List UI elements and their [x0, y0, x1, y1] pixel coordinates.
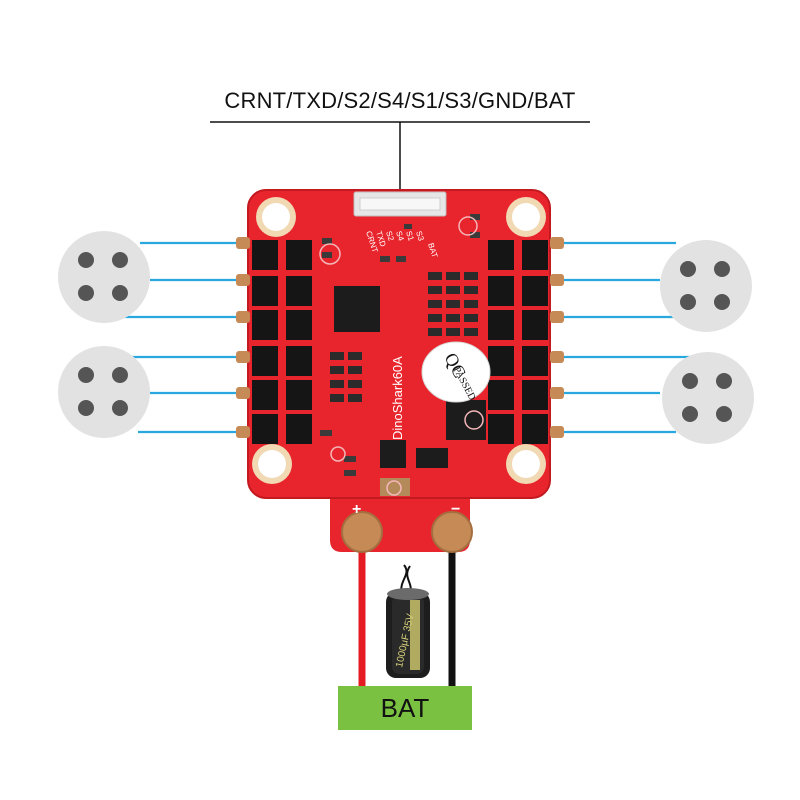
pad-label-s1: S1 — [404, 230, 416, 243]
regulator-chip — [380, 440, 406, 468]
connector-pinout-label: CRNT/TXD/S2/S4/S1/S3/GND/BAT — [224, 88, 576, 113]
mounting-holes — [252, 197, 546, 484]
board-tab — [330, 490, 473, 553]
pad-label-s4: S4 — [394, 230, 406, 243]
mcu-chip-left — [334, 286, 380, 332]
battery-box — [338, 686, 472, 730]
diode-chip — [416, 448, 448, 468]
left-mosfets — [252, 240, 312, 444]
battery-label: BAT — [380, 693, 430, 723]
capacitor — [386, 588, 430, 678]
motor-rear-left — [58, 346, 150, 438]
motor-front-left — [58, 231, 150, 323]
negative-pad-label: − — [451, 501, 460, 518]
motor-rear-right — [662, 352, 754, 444]
resistor-array-left — [330, 352, 362, 402]
positive-pad-label: + — [352, 501, 361, 518]
motor-wires-right — [560, 241, 692, 434]
pad-label-s2: S2 — [384, 230, 396, 243]
signal-connector — [353, 191, 447, 217]
passives — [320, 214, 480, 476]
motor-front-right — [660, 240, 752, 332]
motor-wires-left — [120, 241, 240, 434]
motor-pads — [236, 237, 564, 438]
test-pads — [319, 216, 484, 496]
pad-label-bat: BAT — [426, 242, 439, 259]
esc-board — [247, 189, 551, 499]
qc-sticker — [421, 341, 491, 403]
resistor-array-center — [428, 272, 478, 336]
mcu-chip-right — [446, 400, 486, 440]
pad-label-s3: S3 — [414, 230, 426, 243]
right-mosfets — [488, 240, 548, 444]
board-model-marking: DinoShark60A — [390, 356, 405, 440]
